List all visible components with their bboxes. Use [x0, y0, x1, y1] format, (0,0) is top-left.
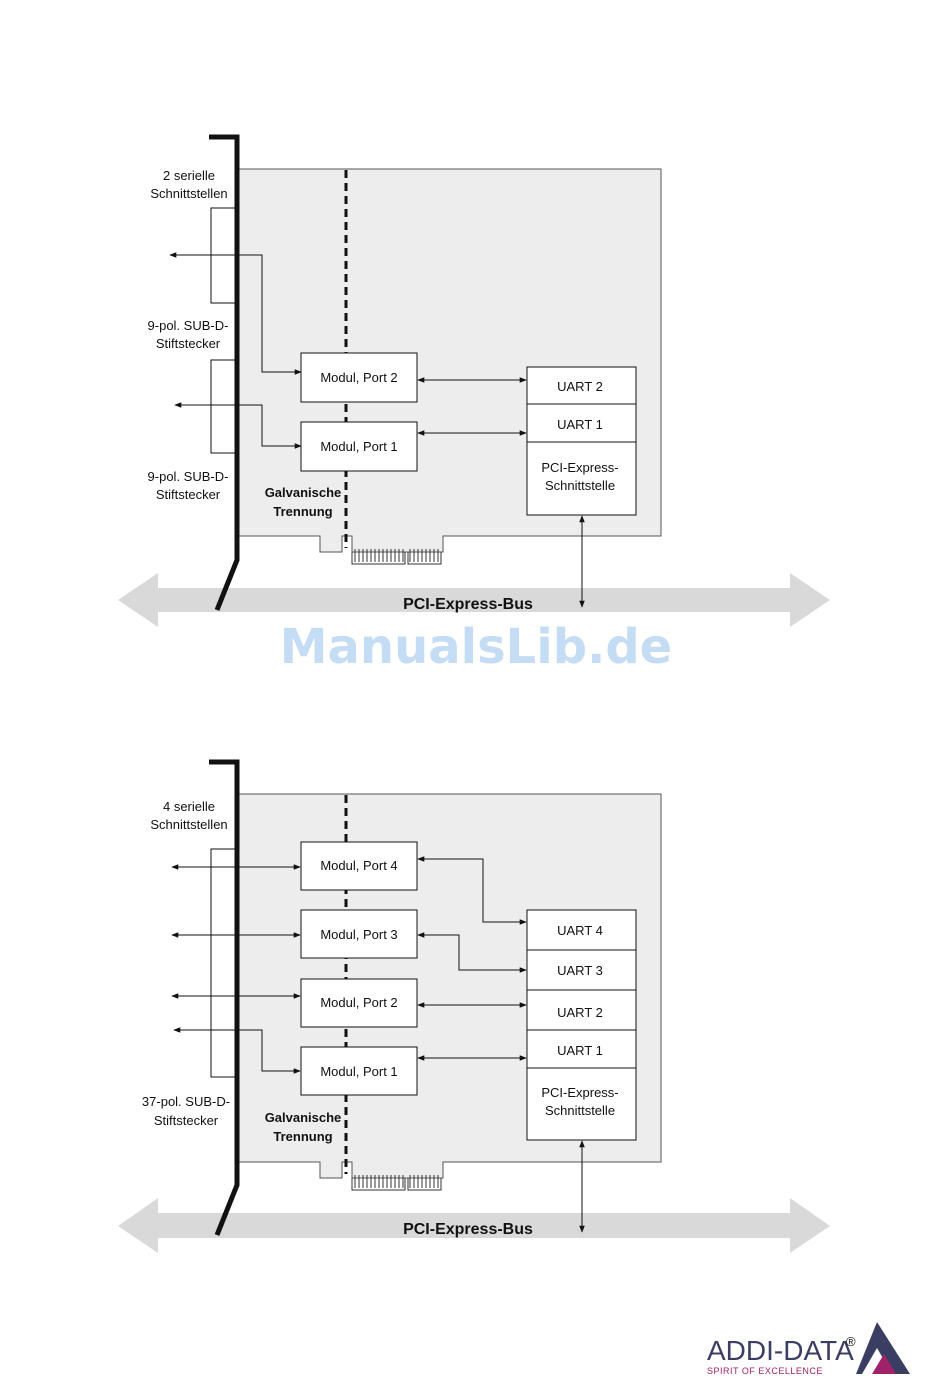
connector-bracket-bottom [210, 359, 237, 454]
uart-2-label: UART 2 [557, 1005, 603, 1020]
pcie-interface-label: PCI-Express- [541, 460, 618, 475]
connector-label-top: 9-pol. SUB-D- [148, 318, 229, 333]
edge-connector-pins [354, 549, 439, 562]
module-port-2-box [300, 352, 418, 403]
isolation-label: Galvanische [265, 485, 342, 500]
isolation-label: Galvanische [265, 1110, 342, 1125]
module-port-2-label: Modul, Port 2 [320, 995, 397, 1010]
module-port-3-label: Modul, Port 3 [320, 927, 397, 942]
uart-3-label: UART 3 [557, 963, 603, 978]
interfaces-title-2: Schnittstellen [150, 817, 227, 832]
signal-lines [169, 252, 585, 608]
pcie-interface-label-2: Schnittstelle [545, 1103, 615, 1118]
uart-stack-box [526, 366, 637, 516]
logo-registered: ® [846, 1334, 856, 1349]
module-port-2-box [300, 978, 418, 1028]
slot-bracket [209, 759, 240, 1236]
module-port-1-box [300, 421, 418, 472]
connector-bracket [210, 848, 237, 1078]
connector-label-2: Stiftstecker [154, 1113, 219, 1128]
module-port-1-label: Modul, Port 1 [320, 1064, 397, 1079]
uart-2-label: UART 2 [557, 379, 603, 394]
pcie-interface-label-2: Schnittstelle [545, 478, 615, 493]
watermark-text: ManualsLib.de [280, 619, 672, 675]
module-port-4-box [300, 841, 418, 891]
uart-1-label: UART 1 [557, 417, 603, 432]
interfaces-title: 2 serielle [163, 168, 215, 183]
connector-label-top-2: Stiftstecker [156, 336, 221, 351]
diagram-4-ports: PCI-Express-Bus 4 serielle Schnittstelle… [118, 759, 830, 1253]
edge-connector-outline [351, 552, 442, 565]
signal-lines [171, 856, 585, 1233]
bus-label: PCI-Express-Bus [403, 1221, 533, 1238]
connector-label: 37-pol. SUB-D- [142, 1094, 230, 1109]
interfaces-title-2: Schnittstellen [150, 186, 227, 201]
diagram-2-ports: PCI-Express-Bus 2 serielle Schnittstelle… [118, 134, 830, 627]
connector-label-bottom: 9-pol. SUB-D- [148, 469, 229, 484]
bus-label: PCI-Express-Bus [403, 596, 533, 613]
module-port-2-label: Modul, Port 2 [320, 370, 397, 385]
edge-connector-pins [354, 1175, 439, 1188]
pci-express-bus-arrow [118, 1198, 830, 1253]
isolation-label-2: Trennung [273, 504, 332, 519]
module-port-4-label: Modul, Port 4 [320, 858, 397, 873]
edge-connector-outline [351, 1178, 442, 1191]
connector-label-bottom-2: Stiftstecker [156, 487, 221, 502]
interfaces-title: 4 serielle [163, 799, 215, 814]
isolation-label-2: Trennung [273, 1129, 332, 1144]
uart-stack-box [526, 909, 637, 1141]
module-port-1-box [300, 1046, 418, 1096]
module-port-1-label: Modul, Port 1 [320, 439, 397, 454]
module-port-3-box [300, 909, 418, 959]
logo-tagline: SPIRIT OF EXCELLENCE [707, 1366, 823, 1376]
logo-triangle-icon [856, 1322, 910, 1374]
uart-4-label: UART 4 [557, 923, 603, 938]
pci-express-bus-arrow [118, 573, 830, 627]
addi-data-logo: ADDI-DATA ® SPIRIT OF EXCELLENCE [707, 1322, 910, 1376]
logo-wordmark: ADDI-DATA [707, 1335, 854, 1366]
pcie-interface-label: PCI-Express- [541, 1085, 618, 1100]
uart-1-label: UART 1 [557, 1043, 603, 1058]
